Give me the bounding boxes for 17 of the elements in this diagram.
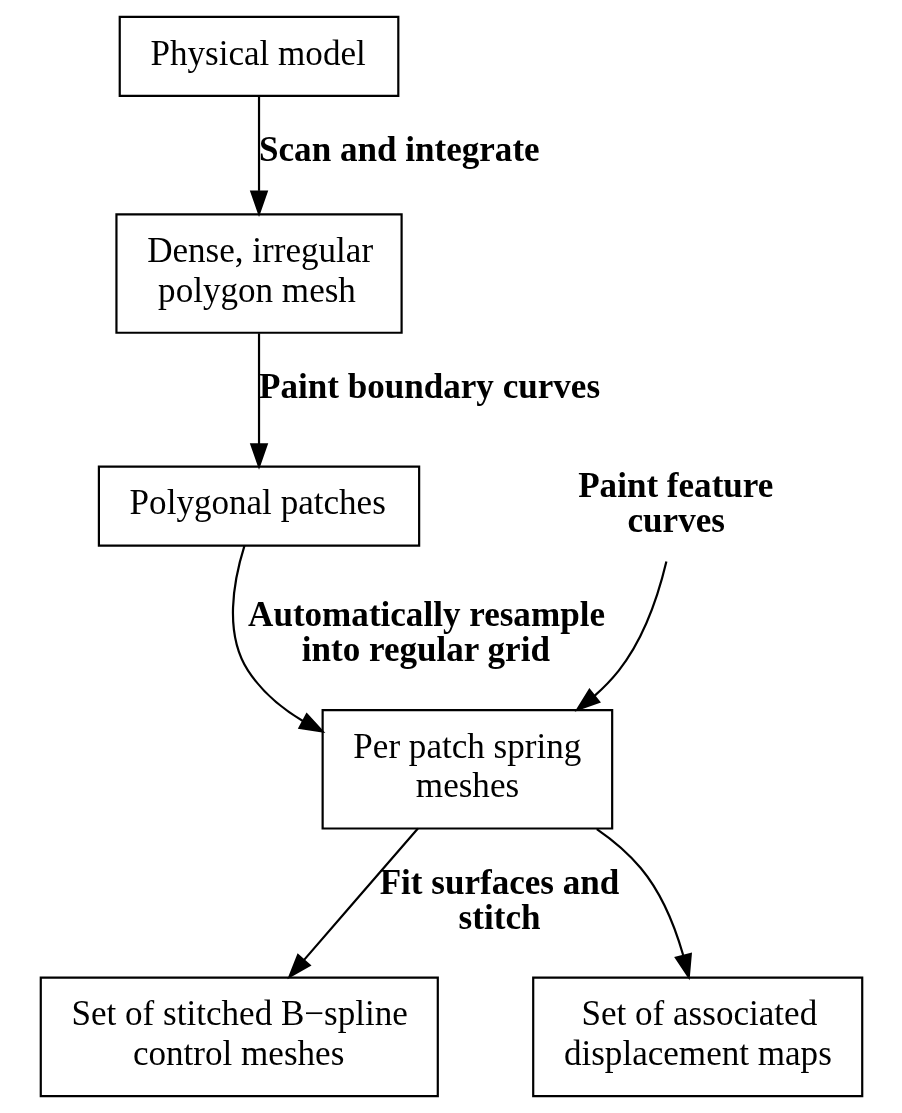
node-box: Set of associated displacement maps xyxy=(531,976,863,1098)
node-box: Set of stitched B−spline control meshes xyxy=(39,976,439,1098)
edge-label: Paint boundary curves xyxy=(258,367,600,407)
node-box: Dense, irregular polygon mesh xyxy=(114,213,403,334)
node-text: Paint feature curves xyxy=(577,465,773,540)
node-box: Physical model xyxy=(118,15,399,97)
node-box: Per patch spring meshes xyxy=(321,708,613,830)
arrow xyxy=(249,333,268,470)
arrow xyxy=(249,96,268,217)
node-box: Polygonal patches xyxy=(97,465,420,547)
arrow xyxy=(286,827,419,980)
edge-label: Automatically resample into regular grid xyxy=(247,595,605,670)
arrow xyxy=(231,545,325,733)
edge-label: Fit surfaces and stitch xyxy=(379,862,619,937)
arrow xyxy=(595,828,692,981)
edge-label: Scan and integrate xyxy=(258,130,540,170)
arrow xyxy=(574,561,667,712)
